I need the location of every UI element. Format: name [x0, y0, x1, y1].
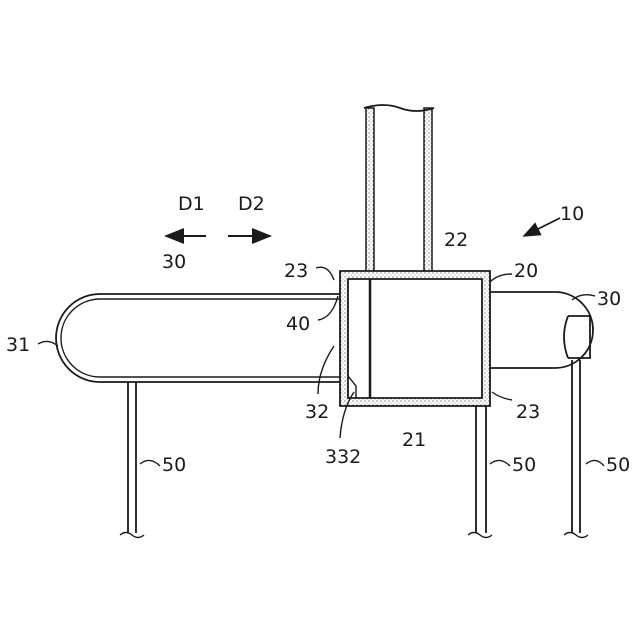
label-d2: D2: [238, 193, 265, 215]
label-30-left: 30: [162, 251, 186, 273]
label-50-middle: 50: [512, 454, 536, 476]
assembly-arrow: [524, 218, 560, 236]
left-pipe: [56, 294, 342, 382]
label-332: 332: [325, 446, 361, 468]
label-21: 21: [402, 429, 426, 451]
chamber: [340, 271, 490, 406]
label-22: 22: [444, 229, 468, 251]
label-d1: D1: [178, 193, 205, 215]
label-50-right: 50: [606, 454, 630, 476]
vertical-pipe: [364, 105, 434, 272]
label-50-left: 50: [162, 454, 186, 476]
label-10: 10: [560, 203, 584, 225]
label-23-top: 23: [284, 260, 308, 282]
label-40: 40: [286, 313, 310, 335]
label-20: 20: [514, 260, 538, 282]
right-pipe: [488, 292, 593, 368]
label-23-bottom: 23: [516, 401, 540, 423]
label-30-right: 30: [597, 288, 621, 310]
leader-lines: [38, 267, 604, 466]
label-32: 32: [305, 401, 329, 423]
label-31: 31: [6, 334, 30, 356]
